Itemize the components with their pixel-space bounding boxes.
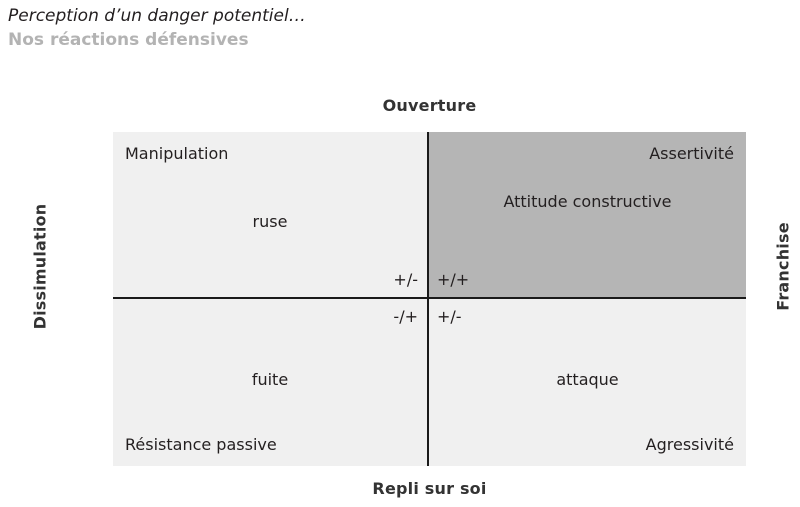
horizontal-divider bbox=[113, 297, 746, 299]
quadrant-top-left-keyword: ruse bbox=[252, 212, 288, 231]
quadrant-top-left[interactable] bbox=[113, 132, 429, 299]
quadrant-top-right-keyword: Attitude constructive bbox=[503, 192, 672, 211]
vertical-divider bbox=[427, 132, 429, 466]
quadrant-top-right-label: Assertivité bbox=[649, 144, 734, 163]
quadrant-bottom-left-sign: -/+ bbox=[393, 307, 418, 326]
quadrant-top-right-sign: +/+ bbox=[437, 270, 470, 289]
header-block: Perception d’un danger potentiel… Nos ré… bbox=[8, 4, 708, 52]
quadrant-top-left-label: Manipulation bbox=[125, 144, 229, 163]
quadrant-bottom-right-label: Agressivité bbox=[645, 435, 734, 454]
axis-label-right: Franchise bbox=[773, 222, 793, 311]
quadrant-bottom-left[interactable] bbox=[113, 299, 429, 466]
quadrant-bottom-right-keyword: attaque bbox=[556, 370, 619, 389]
quadrant-bottom-right-sign: +/- bbox=[437, 307, 462, 326]
page-subtitle: Nos réactions défensives bbox=[8, 30, 249, 50]
axis-label-left: Dissimulation bbox=[30, 203, 50, 330]
quadrant-top-left-sign: +/- bbox=[393, 270, 418, 289]
quadrant-bottom-left-keyword: fuite bbox=[251, 370, 289, 389]
quadrant-matrix: Manipulation Assertivité Résistance pass… bbox=[113, 132, 746, 466]
quadrant-top-right[interactable] bbox=[429, 132, 746, 299]
quadrant-bottom-right[interactable] bbox=[429, 299, 746, 466]
axis-label-top: Ouverture bbox=[382, 96, 477, 115]
quadrant-bottom-left-label: Résistance passive bbox=[125, 435, 277, 454]
page-title: Perception d’un danger potentiel… bbox=[8, 6, 306, 26]
axis-label-bottom: Repli sur soi bbox=[372, 479, 487, 498]
